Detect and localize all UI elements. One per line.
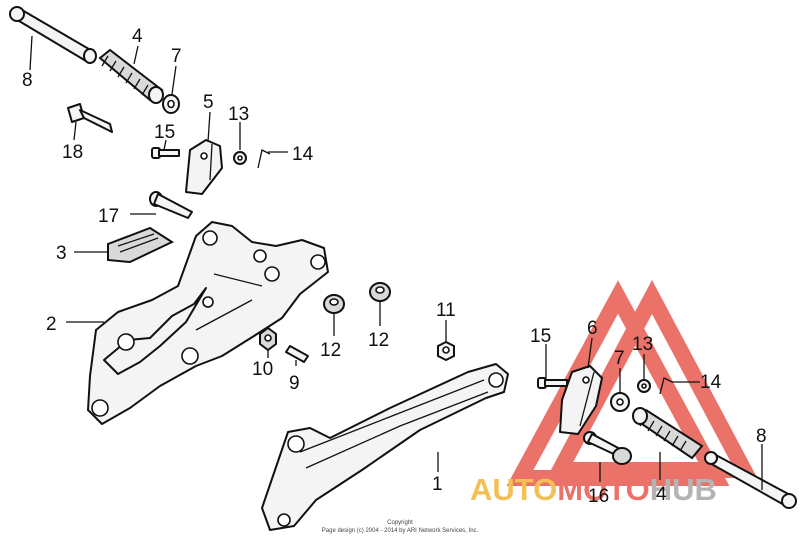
part-pin-15-left [151, 147, 180, 159]
part-cotter-14-left [257, 149, 271, 169]
part-pin-right [704, 451, 797, 509]
callout-6: 6 [587, 318, 598, 339]
callout-labels: 8 4 7 5 13 14 15 18 17 3 2 10 9 12 12 11… [22, 26, 767, 507]
leader-lines [29, 35, 763, 490]
watermark-text-hub: HUB [650, 472, 717, 507]
part-nut-11 [437, 341, 455, 361]
callout-9: 9 [289, 373, 300, 394]
callout-4-left: 4 [132, 26, 143, 47]
copyright-line-2: Page design (c) 2004 - 2014 by ARI Netwo… [322, 528, 479, 534]
part-bolt-16 [583, 431, 632, 465]
watermark-text-moto: MOTO [557, 472, 649, 507]
callout-1: 1 [432, 474, 443, 495]
part-spring-right [632, 407, 704, 460]
part-nut-13-right [637, 379, 651, 393]
callout-11: 11 [436, 300, 456, 321]
watermark-logo: AUTOMOTOHUB [470, 279, 758, 507]
callout-14-left: 14 [292, 144, 314, 165]
part-bolt-17 [149, 191, 193, 219]
part-washer-right [610, 392, 630, 412]
part-washer-left [162, 94, 180, 114]
callout-7-right: 7 [614, 348, 625, 369]
part-collar-12-a [323, 294, 345, 314]
part-cotter-14-right [659, 377, 673, 395]
part-stand-bracket-2 [87, 221, 329, 425]
callout-8-left: 8 [22, 70, 33, 91]
part-bracket-5 [185, 139, 223, 195]
callout-10: 10 [252, 359, 273, 380]
copyright-notice: Copyright Page design (c) 2004 - 2014 by… [322, 520, 479, 534]
callout-18: 18 [62, 142, 83, 163]
part-pin-left [9, 6, 97, 64]
callout-5: 5 [203, 92, 214, 113]
callout-8-right: 8 [756, 426, 767, 447]
part-bracket-6 [559, 365, 603, 435]
svg-text:AUTOMOTOHUB: AUTOMOTOHUB [470, 472, 717, 507]
part-bolt-18 [67, 103, 113, 133]
part-pin-15-right [537, 377, 568, 389]
copyright-line-1: Copyright [387, 520, 413, 526]
part-rubber-pad-3 [107, 226, 175, 264]
callout-15-right: 15 [530, 326, 551, 347]
callout-17: 17 [98, 206, 119, 227]
part-nut-10 [259, 326, 277, 352]
part-nut-13-left [233, 151, 247, 165]
callout-7-left: 7 [171, 46, 182, 67]
callout-13-right: 13 [632, 334, 653, 355]
callout-14-right: 14 [700, 372, 722, 393]
watermark-text-auto: AUTO [470, 472, 557, 507]
callout-2: 2 [46, 314, 57, 335]
callout-16: 16 [588, 486, 609, 507]
part-stud-9 [285, 345, 309, 363]
callout-3: 3 [56, 243, 67, 264]
callout-15-left: 15 [154, 122, 175, 143]
part-collar-12-b [369, 282, 391, 302]
callout-4-right: 4 [656, 484, 667, 505]
callout-12-b: 12 [368, 330, 389, 351]
callout-12-a: 12 [320, 340, 341, 361]
part-swing-arm-1 [261, 363, 509, 531]
part-spring-left [98, 48, 164, 104]
callout-13-left: 13 [228, 104, 249, 125]
